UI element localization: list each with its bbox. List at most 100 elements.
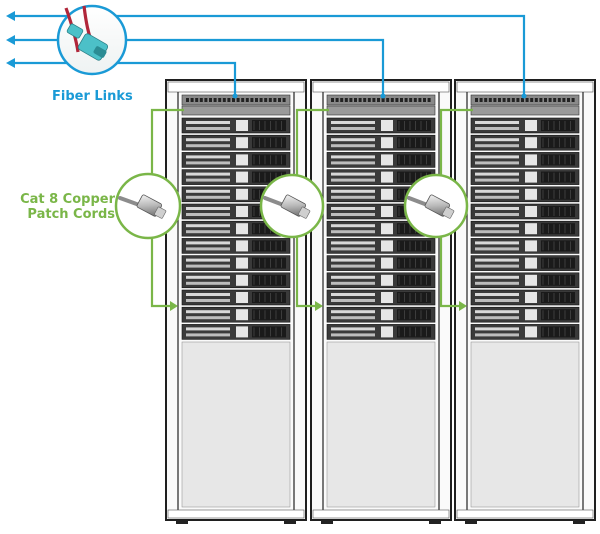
patch-port <box>195 98 199 102</box>
patch-port <box>227 98 231 102</box>
server-drive-bay <box>331 316 375 320</box>
server-vent-grille <box>252 292 286 303</box>
rack-server <box>181 272 291 289</box>
server-vent-grille <box>252 274 286 286</box>
patch-port <box>484 98 488 102</box>
server-label-plate <box>236 120 248 131</box>
server-vent-grille <box>252 326 286 338</box>
rack-base <box>167 509 305 519</box>
rack-server <box>326 134 436 151</box>
patch-port <box>493 98 497 102</box>
server-drive-bay <box>475 299 519 302</box>
server-label-plate <box>525 326 537 338</box>
rack-base <box>312 509 450 519</box>
patch-port <box>395 98 399 102</box>
patch-port <box>278 98 281 102</box>
patch-port <box>340 98 344 102</box>
server-label-plate <box>236 257 248 269</box>
server-drive-bay <box>186 281 230 285</box>
server-drive-bay <box>475 172 519 176</box>
server-label-plate <box>525 137 537 149</box>
rack-server <box>470 220 580 237</box>
patch-port <box>516 98 520 102</box>
server-drive-bay <box>186 293 230 296</box>
rack-server <box>181 152 291 168</box>
rack-server <box>181 289 291 306</box>
server-drive-bay <box>475 224 519 228</box>
server-drive-bay <box>331 161 375 165</box>
server-label-plate <box>525 257 537 269</box>
server-drive-bay <box>331 333 375 337</box>
server-label-plate <box>525 120 537 131</box>
lc-duplex-connector-icon <box>56 4 128 76</box>
server-drive-bay <box>186 327 230 331</box>
server-drive-bay <box>186 195 230 199</box>
server-vent-grille <box>397 292 431 303</box>
server-vent-grille <box>541 309 575 321</box>
patch-port <box>204 98 208 102</box>
patch-port <box>268 98 272 102</box>
patch-port <box>521 98 524 102</box>
patch-port <box>377 98 380 102</box>
server-drive-bay <box>475 247 519 251</box>
server-drive-bay <box>475 241 519 245</box>
server-label-plate <box>525 274 537 286</box>
server-drive-bay <box>186 310 230 314</box>
server-drive-bay <box>475 281 519 285</box>
server-vent-grille <box>252 137 286 149</box>
server-label-plate <box>381 137 393 149</box>
fiber-links-label: Fiber Links <box>52 89 133 104</box>
server-drive-bay <box>331 213 375 216</box>
patch-port <box>567 98 570 102</box>
server-drive-bay <box>331 195 375 199</box>
patch-port <box>222 98 226 102</box>
patch-port <box>423 98 426 102</box>
server-drive-bay <box>186 230 230 234</box>
rack-blank-panel <box>181 341 291 508</box>
server-label-plate <box>525 188 537 200</box>
server-drive-bay <box>186 275 230 279</box>
patch-port <box>381 98 385 102</box>
server-drive-bay <box>186 121 230 124</box>
patch-port <box>390 98 394 102</box>
server-drive-bay <box>475 258 519 262</box>
rack-foot <box>321 520 333 524</box>
server-vent-grille <box>397 257 431 269</box>
server-drive-bay <box>331 127 375 130</box>
patch-port <box>344 98 348 102</box>
server-label-plate <box>381 309 393 321</box>
server-drive-bay <box>475 207 519 210</box>
server-label-plate <box>525 309 537 321</box>
server-drive-bay <box>331 207 375 210</box>
server-vent-grille <box>397 171 431 183</box>
server-drive-bay <box>475 127 519 130</box>
patch-port <box>418 98 422 102</box>
rack-server <box>470 203 580 220</box>
server-drive-bay <box>186 213 230 216</box>
fiber-link-arrow-left-icon <box>6 11 15 21</box>
server-label-plate <box>236 154 248 166</box>
server-drive-bay <box>331 121 375 124</box>
patch-port <box>335 98 339 102</box>
patch-port <box>534 98 538 102</box>
copper-arrow-right-icon <box>459 301 467 311</box>
rack-server <box>326 152 436 168</box>
server-drive-bay <box>331 155 375 159</box>
patch-port <box>331 98 334 102</box>
rack-server <box>181 134 291 151</box>
server-drive-bay <box>475 327 519 331</box>
patch-port <box>488 98 492 102</box>
copper-patch-cords-label: Cat 8 Copper Patch Cords <box>15 192 115 222</box>
patch-port <box>186 98 189 102</box>
server-drive-bay <box>186 189 230 193</box>
server-label-plate <box>236 223 248 235</box>
server-drive-bay <box>475 144 519 148</box>
server-label-plate <box>236 309 248 321</box>
server-label-plate <box>381 206 393 217</box>
server-drive-bay <box>186 172 230 176</box>
patch-port <box>218 98 222 102</box>
server-drive-bay <box>331 299 375 302</box>
rack-server <box>470 289 580 306</box>
server-vent-grille <box>252 120 286 131</box>
